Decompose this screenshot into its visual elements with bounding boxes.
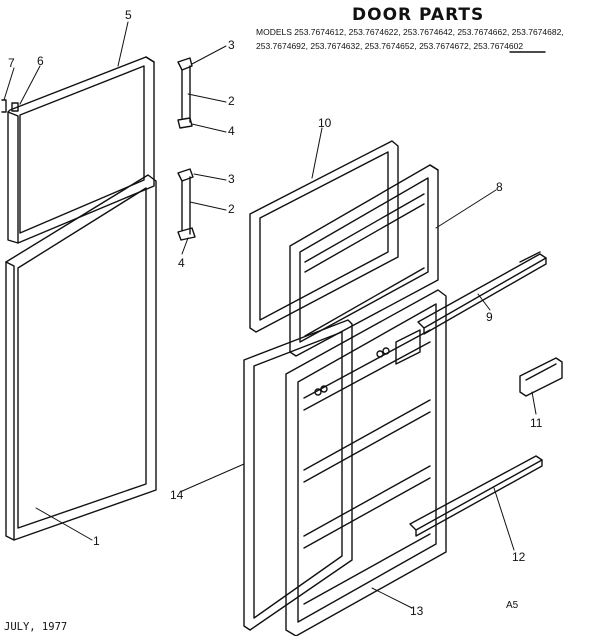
lower-door-liner — [285, 289, 447, 636]
callout-4-upper: 4 — [228, 124, 235, 138]
callout-3-upper: 3 — [228, 38, 235, 52]
leader-lines — [3, 21, 537, 609]
callout-12: 12 — [512, 550, 526, 564]
callout-13: 13 — [410, 604, 424, 618]
lower-fresh-food-door — [5, 174, 157, 541]
callout-2-lower: 2 — [228, 202, 235, 216]
lower-shelf-rail — [409, 455, 543, 537]
diagram-title: DOOR PARTS — [352, 5, 485, 25]
callout-14: 14 — [170, 488, 184, 502]
upper-door-gasket — [249, 140, 399, 333]
upper-freezer-door — [7, 56, 155, 244]
models-line-1: MODELS 253.7674612, 253.7674622, 253.767… — [256, 27, 564, 37]
callout-3-lower: 3 — [228, 172, 235, 186]
upper-door-liner — [289, 164, 439, 357]
callout-9: 9 — [486, 310, 493, 324]
shelf-clip — [519, 357, 563, 397]
callout-2-upper: 2 — [228, 94, 235, 108]
callout-10: 10 — [318, 116, 332, 130]
upper-handle — [177, 57, 193, 129]
callout-11: 11 — [530, 416, 543, 430]
sheet-code: A5 — [506, 600, 519, 611]
callout-7: 7 — [8, 56, 15, 70]
lower-handle — [177, 168, 196, 241]
upper-shelf-rail — [417, 251, 547, 335]
callout-8: 8 — [496, 180, 503, 194]
date-stamp: JULY, 1977 — [4, 621, 68, 633]
callout-1: 1 — [93, 534, 100, 548]
callout-4-lower: 4 — [178, 256, 185, 270]
callout-5: 5 — [125, 8, 132, 22]
models-line-2: 253.7674692, 253.7674632, 253.7674652, 2… — [256, 41, 524, 51]
callout-6: 6 — [37, 54, 44, 68]
lower-door-gasket — [243, 319, 353, 631]
